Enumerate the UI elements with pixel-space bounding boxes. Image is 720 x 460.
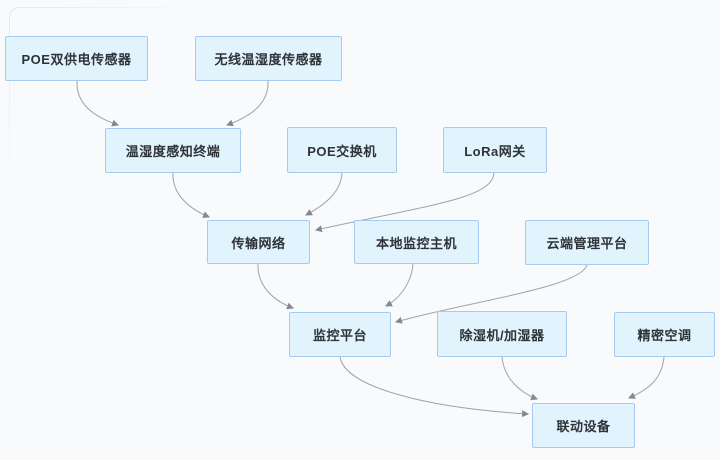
node-label: 传输网络 [231, 235, 286, 251]
node-label: 监控平台 [312, 328, 367, 343]
node-dehumidifier-humidifier: 除湿机/加湿器 [437, 311, 567, 357]
node-wireless-temp-humidity-sensor: 无线温湿度传感器 [195, 36, 342, 81]
node-label: 温湿度感知终端 [125, 144, 221, 159]
edge-wireless-temp-humidity-sensor-to-temp-humidity-terminal [226, 80, 269, 127]
edge-poe-dual-power-sensor-to-temp-humidity-terminal [76, 80, 119, 127]
node-monitoring-platform: 监控平台 [289, 312, 391, 357]
node-label: 云端管理平台 [546, 236, 628, 251]
node-linkage-device: 联动设备 [532, 403, 635, 448]
node-label: 无线温湿度传感器 [214, 52, 323, 67]
node-lora-gateway: LoRa网关 [443, 127, 547, 173]
node-transmission-network: 传输网络 [207, 220, 310, 264]
node-label: 本地监控主机 [375, 235, 457, 251]
edge-precision-air-conditioner-to-linkage-device [628, 356, 665, 399]
node-label: LoRa网关 [464, 143, 526, 159]
node-label: 精密空调 [637, 328, 692, 343]
edge-temp-humidity-terminal-to-transmission-network [172, 172, 210, 218]
node-precision-air-conditioner: 精密空调 [614, 312, 715, 357]
node-label: POE交换机 [307, 143, 377, 159]
edge-cloud-management-platform-to-monitoring-platform [394, 264, 588, 324]
edge-local-monitoring-host-to-monitoring-platform [385, 263, 414, 307]
node-temp-humidity-terminal: 温湿度感知终端 [105, 128, 241, 173]
edge-dehumidifier-humidifier-to-linkage-device [501, 356, 538, 401]
node-cloud-management-platform: 云端管理平台 [525, 220, 649, 265]
node-local-monitoring-host: 本地监控主机 [354, 220, 479, 264]
edge-monitoring-platform-to-linkage-device [339, 356, 530, 418]
node-label: 联动设备 [556, 419, 611, 434]
node-poe-switch: POE交换机 [287, 127, 397, 173]
node-label: 除湿机/加湿器 [459, 327, 545, 343]
edge-poe-switch-to-transmission-network [305, 172, 343, 216]
node-poe-dual-power-sensor: POE双供电传感器 [5, 36, 148, 81]
node-label: POE双供电传感器 [21, 52, 132, 67]
edge-transmission-network-to-monitoring-platform [257, 263, 294, 310]
